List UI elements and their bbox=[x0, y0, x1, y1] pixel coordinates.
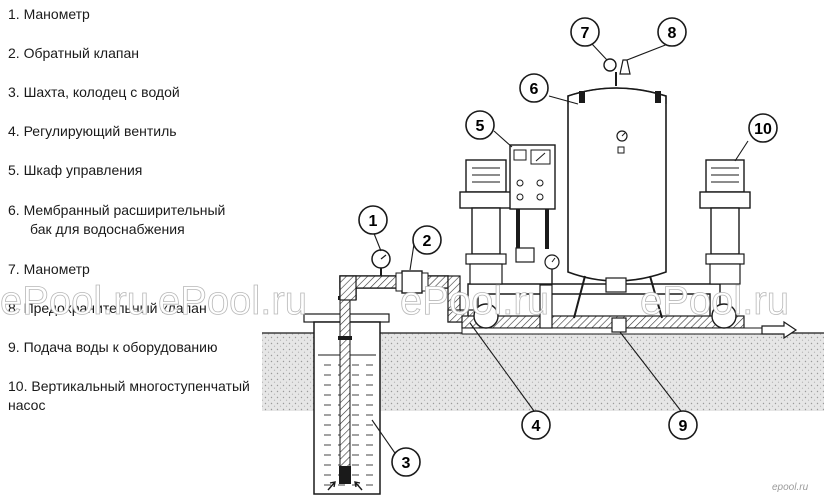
watermark-text-1: ePool.ru bbox=[0, 279, 149, 323]
callout-9: 9 bbox=[668, 410, 698, 440]
svg-text:9: 9 bbox=[679, 418, 688, 435]
legend-item-6: 6. Мембранный расширительный бак для вод… bbox=[8, 202, 226, 237]
callout-7: 7 bbox=[570, 17, 600, 47]
svg-text:4: 4 bbox=[532, 418, 541, 435]
legend-item-4: 4. Регулирующий вентиль bbox=[8, 123, 177, 139]
logo-text: epool.ru bbox=[772, 482, 809, 493]
svg-text:2: 2 bbox=[423, 233, 432, 250]
callout-3: 3 bbox=[391, 447, 421, 477]
legend-item-10: 10. Вертикальный многоступенчатый насос bbox=[8, 378, 250, 413]
legend-item-2: 2. Обратный клапан bbox=[8, 45, 139, 61]
callout-4: 4 bbox=[521, 410, 551, 440]
left-pump bbox=[459, 159, 513, 285]
watermark: ePool.ru ePool.ru ePool.ru ePool.ru bbox=[0, 279, 789, 324]
legend-item-1: 1. Манометр bbox=[8, 6, 90, 22]
svg-text:7: 7 bbox=[581, 25, 590, 42]
callout-10: 10 bbox=[748, 113, 778, 143]
legend-item-5: 5. Шкаф управления bbox=[8, 162, 143, 178]
control-cabinet bbox=[509, 144, 560, 284]
svg-text:8: 8 bbox=[668, 25, 677, 42]
legend-item-7: 7. Манометр bbox=[8, 261, 90, 277]
watermark-text-2: ePool.ru bbox=[158, 279, 307, 323]
svg-text:3: 3 bbox=[402, 455, 411, 472]
watermark-text-4: ePool.ru bbox=[640, 279, 789, 323]
callouts: 1 2 3 4 5 6 7 bbox=[358, 17, 778, 477]
equipment-base bbox=[461, 283, 798, 340]
leader-lines bbox=[371, 43, 749, 457]
callout-1: 1 bbox=[358, 205, 388, 235]
callout-5: 5 bbox=[465, 110, 495, 140]
membrane-tank bbox=[567, 58, 667, 319]
svg-text:1: 1 bbox=[369, 213, 378, 230]
svg-text:6: 6 bbox=[530, 81, 539, 98]
svg-text:10: 10 bbox=[754, 121, 772, 138]
right-pump bbox=[699, 159, 751, 285]
svg-text:5: 5 bbox=[476, 118, 485, 135]
well-shaft bbox=[303, 281, 390, 495]
callout-6: 6 bbox=[519, 73, 549, 103]
legend-item-3: 3. Шахта, колодец с водой bbox=[8, 84, 180, 100]
discharge-pipe bbox=[339, 249, 489, 323]
callout-2: 2 bbox=[412, 225, 442, 255]
legend-item-8: 8. Предохранительный клапан bbox=[8, 300, 207, 316]
legend-item-9: 9. Подача воды к оборудованию bbox=[8, 339, 218, 355]
watermark-text-3: ePool.ru bbox=[400, 279, 549, 323]
callout-8: 8 bbox=[657, 17, 687, 47]
